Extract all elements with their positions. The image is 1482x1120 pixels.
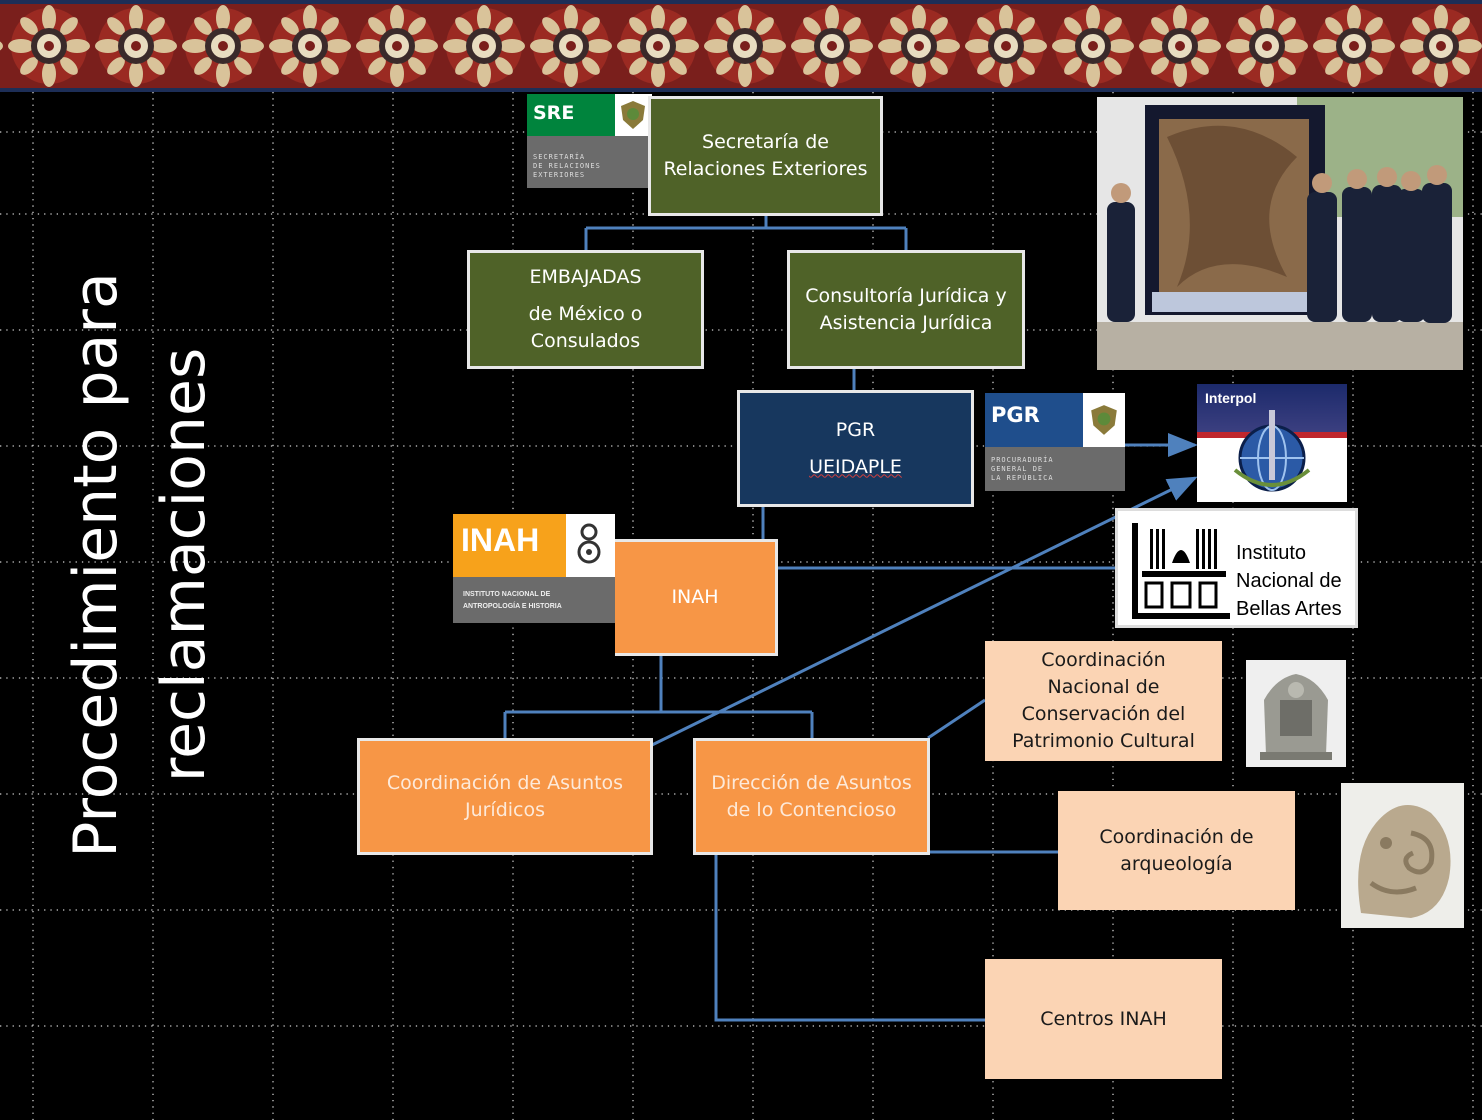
inah-sub-1: INSTITUTO NACIONAL DE bbox=[463, 591, 551, 598]
node-embajadas-line-1: EMBAJADAS bbox=[529, 266, 642, 288]
inah-logo-top: INAH bbox=[453, 514, 615, 578]
node-direccion-line-2: de lo Contencioso bbox=[726, 798, 897, 821]
globe-icon bbox=[1233, 410, 1311, 492]
node-arqueologia-line-2: arqueología bbox=[1120, 852, 1233, 875]
node-centros-label: Centros INAH bbox=[1040, 1007, 1167, 1030]
pgr-logo-subtitle: PROCURADURÍA GENERAL DE LA REPÚBLICA bbox=[991, 456, 1054, 483]
node-consultoria-line-1: Consultoría Jurídica y bbox=[805, 284, 1007, 307]
node-sre-line-1: Secretaría de bbox=[702, 131, 829, 153]
pgr-logo: PGR PROCURADURÍA GENERAL DE LA REPÚBLICA bbox=[985, 393, 1125, 491]
node-embajadas-line-3: Consulados bbox=[530, 330, 641, 352]
inba-line-2: Nacional de bbox=[1236, 570, 1342, 592]
artifact-image-stone bbox=[1341, 783, 1464, 928]
node-coord-asuntos-line-1: Coordinación de Asuntos bbox=[386, 771, 624, 794]
pgr-sub-3: LA REPÚBLICA bbox=[991, 474, 1054, 482]
inba-logo: Instituto Nacional de Bellas Artes bbox=[1115, 508, 1358, 628]
inah-sub-2: ANTROPOLOGÍA E HISTORIA bbox=[463, 603, 562, 610]
sre-logo-text: SRE bbox=[527, 94, 615, 137]
node-arqueologia-line-1: Coordinación de bbox=[1099, 825, 1254, 848]
pgr-sub-2: GENERAL DE bbox=[991, 465, 1044, 473]
mexico-shield-icon bbox=[1083, 393, 1125, 447]
node-consultoria-line-2: Asistencia Jurídica bbox=[819, 311, 993, 334]
decorative-border bbox=[0, 0, 1482, 92]
sre-logo-subtitle: SECRETARÍA DE RELACIONES EXTERIORES bbox=[533, 153, 601, 180]
inba-line-3: Bellas Artes bbox=[1236, 598, 1342, 620]
mexico-shield-icon bbox=[614, 94, 652, 137]
node-cncpc: Coordinación Nacional de Conservación de… bbox=[985, 641, 1222, 761]
inah-emblem-icon bbox=[577, 523, 601, 564]
node-direccion-contencioso: Dirección de Asuntos de lo Contencioso bbox=[693, 738, 930, 855]
pgr-sub-1: PROCURADURÍA bbox=[991, 456, 1054, 464]
interpol-logo-text: Interpol bbox=[1205, 390, 1257, 406]
node-inah: INAH bbox=[615, 539, 778, 656]
node-coord-arqueologia: Coordinación de arqueología bbox=[1058, 791, 1295, 910]
node-embajadas: EMBAJADAS de México o Consulados bbox=[467, 250, 704, 369]
node-coord-asuntos-line-2: Jurídicos bbox=[464, 798, 546, 821]
node-pgr: PGR UEIDAPLE bbox=[737, 390, 974, 507]
police-photo bbox=[1097, 97, 1463, 370]
node-cncpc-line-2: Nacional de bbox=[1047, 676, 1160, 698]
node-cncpc-line-4: Patrimonio Cultural bbox=[1012, 730, 1195, 752]
node-pgr-line-1: PGR bbox=[835, 418, 876, 441]
inah-logo-subtitle: INSTITUTO NACIONAL DE ANTROPOLOGÍA E HIS… bbox=[463, 589, 562, 613]
node-centros-inah: Centros INAH bbox=[985, 959, 1222, 1079]
node-pgr-line-2: UEIDAPLE bbox=[809, 455, 902, 478]
node-sre-line-2: Relaciones Exteriores bbox=[663, 158, 868, 180]
inah-logo-text: INAH bbox=[453, 514, 567, 578]
artifact-image-silver bbox=[1246, 660, 1346, 767]
inah-logo: INAH INSTITUTO NACIONAL DE ANTROPOLOGÍA … bbox=[453, 514, 615, 623]
sre-sub-3: EXTERIORES bbox=[533, 171, 586, 179]
sre-sub-1: SECRETARÍA bbox=[533, 153, 586, 161]
bellas-artes-building-icon bbox=[1132, 523, 1230, 619]
sre-logo: SRE SECRETARÍA DE RELACIONES EXTERIORES bbox=[527, 94, 652, 188]
sre-sub-2: DE RELACIONES bbox=[533, 162, 601, 170]
node-inah-label: INAH bbox=[671, 586, 719, 608]
node-cncpc-line-1: Coordinación bbox=[1041, 649, 1166, 671]
node-consultoria: Consultoría Jurídica y Asistencia Jurídi… bbox=[787, 250, 1025, 369]
node-direccion-line-1: Dirección de Asuntos bbox=[711, 771, 912, 794]
pgr-logo-text: PGR bbox=[985, 393, 1083, 447]
node-embajadas-line-2: de México o bbox=[528, 303, 643, 325]
node-coord-asuntos-juridicos: Coordinación de Asuntos Jurídicos bbox=[357, 738, 653, 855]
inba-logo-text: Instituto Nacional de Bellas Artes bbox=[1236, 539, 1342, 623]
node-cncpc-line-3: Conservación del bbox=[1021, 703, 1186, 725]
interpol-logo: Interpol bbox=[1197, 384, 1347, 502]
inba-line-1: Instituto bbox=[1236, 542, 1307, 564]
node-sre: Secretaría de Relaciones Exteriores bbox=[648, 96, 883, 216]
